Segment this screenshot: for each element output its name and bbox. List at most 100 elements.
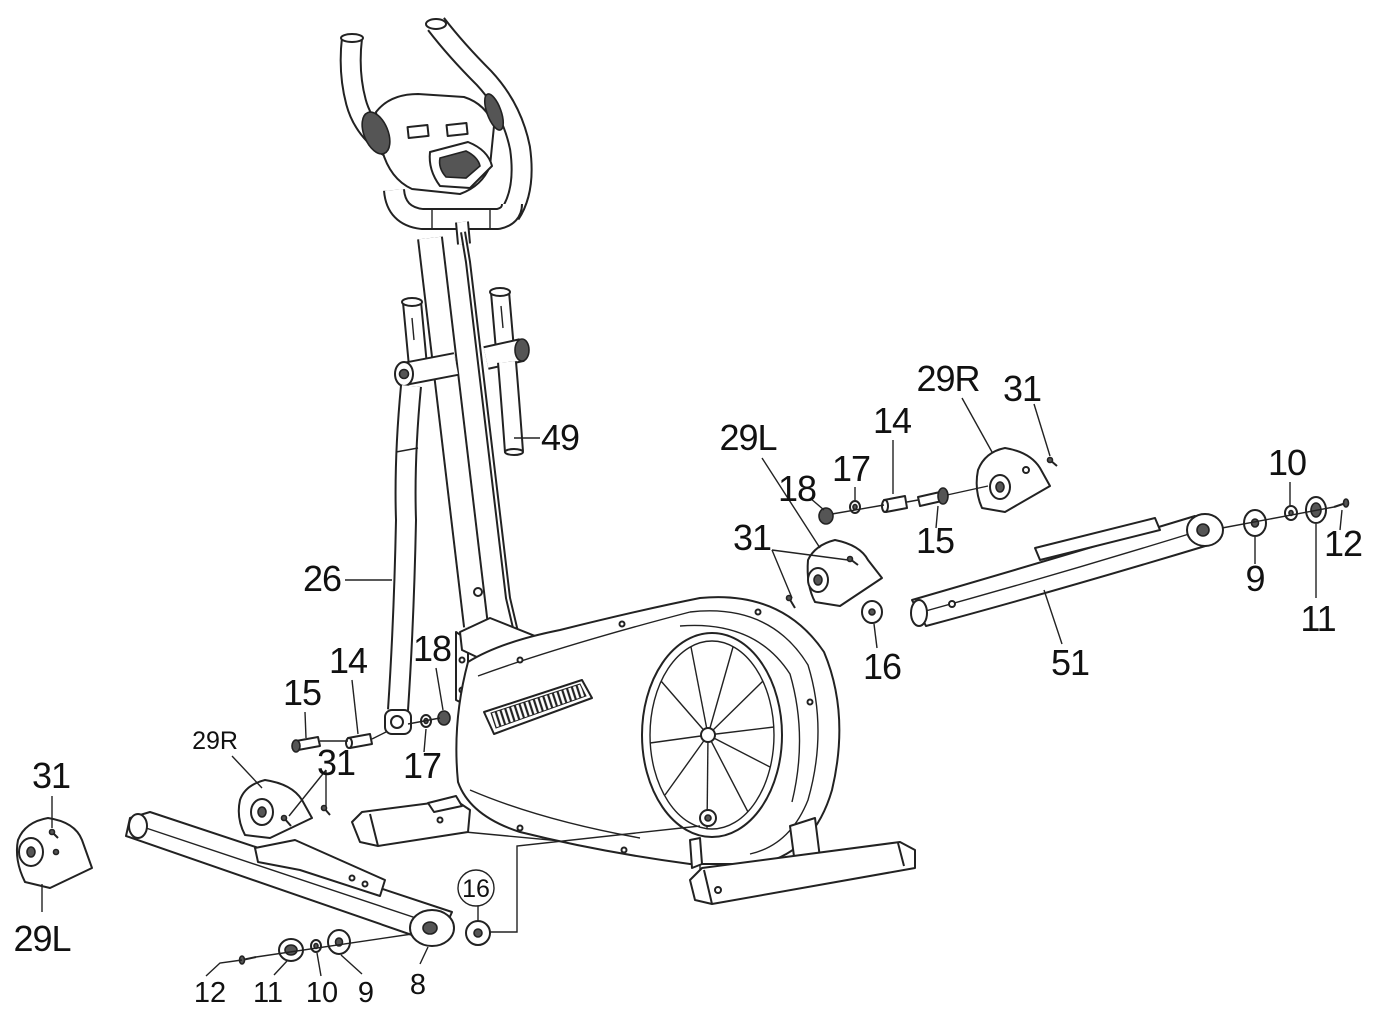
left-pivot-bolt [398,368,410,380]
foot-plate-hole [361,880,369,888]
left-lower-arm-tube-fill [389,385,420,711]
left-upper-arm-cap [401,297,423,307]
assembly-axis-lines [255,485,1335,958]
callout-17-lower: 17 [403,745,441,786]
console-display-screen [438,150,481,179]
right-handle-tube-fill [428,18,531,219]
washer-16-lower-hole [473,928,483,938]
handlebar-arms [384,287,530,735]
vent-grille-slots [490,683,587,729]
callout-31-lower-mid: 31 [317,742,355,783]
housing-lower-seam [469,789,641,839]
right-lower-arm-end [504,448,524,456]
right-handle-end-cap [425,18,447,30]
leader-line [273,960,288,976]
callout-29R-upper: 29R [916,358,979,399]
flywheel-spokes [649,646,775,830]
callout-11-bottom: 11 [253,977,283,1009]
left-pedal-rail-end-cap [128,813,148,839]
callout-9-bottom: 9 [358,977,374,1009]
callout-15-upper: 15 [916,520,954,561]
leader-line [1043,589,1063,645]
flywheel-spoke [707,734,749,813]
foot-plate-hole [348,874,356,882]
handlebar-assembly [339,17,533,245]
right-pedal-rail-end-cap [910,599,928,627]
housing-screw [516,656,524,664]
front-stabilizer-cap-edge [369,813,379,847]
washer-18-upper [818,507,834,525]
flywheel-spoke [707,680,764,736]
callout-31-far-left: 31 [32,755,70,796]
screw-head [280,814,288,822]
leader-line [316,952,322,977]
axis-line [906,499,919,503]
callout-18-upper: 18 [778,468,816,509]
axis-line [946,485,989,496]
callout-14-lower: 14 [329,640,367,681]
leader-line [231,755,263,789]
cover-29L-lower-hole-inner [26,846,36,858]
callout-18-lower: 18 [413,628,451,669]
main-mast [417,236,489,628]
screw-31 [48,828,59,839]
axis-line [407,717,441,725]
housing-screw [618,620,626,628]
housing-screw [754,608,762,616]
sensor-cable-fill [462,231,517,633]
flywheel-spoke [649,734,709,744]
callout-circle-16 [457,869,495,907]
front-stabilizer-bolt [436,816,444,824]
front-stabilizer-mount [427,795,463,813]
screw-31 [280,814,292,827]
screw-31 [1046,456,1058,467]
callout-8-bottom: 8 [410,969,426,1001]
callout-29L-upper: 29L [719,417,776,458]
callout-14-upper: 14 [873,400,911,441]
flywheel-hub [700,727,716,743]
left-upper-arm-stub-fill [404,301,426,367]
axis-line [1221,506,1335,529]
cover-29R-lower [237,779,313,839]
sensor-cable [460,231,519,633]
right-pedal-rail [911,515,1213,627]
bolt-15-upper-head [937,487,949,505]
screw-head [1046,456,1054,464]
pin-14-upper-end [881,499,889,513]
axis-line [831,504,885,515]
console-button [445,121,469,138]
callout-16-upper: 16 [863,646,901,687]
leader-line [761,457,821,549]
right-foot-plate [1034,517,1161,561]
right-pedal-rail-edge [921,529,1203,613]
leader-line [205,959,243,977]
right-upper-arm-cap [489,287,511,297]
axis-line [371,731,387,740]
screw-31 [846,555,859,566]
mast-bolt [473,587,483,597]
housing-screw [620,846,628,854]
right-upper-arm-hole [500,305,504,329]
leader-line [435,667,444,711]
roller-8-hub [422,921,438,935]
left-upper-arm-hole [411,317,415,341]
callout-51: 51 [1051,642,1089,683]
flywheel-spoke [707,646,734,736]
leader-lines [41,397,1343,977]
rear-upright-plate [689,837,703,869]
cover-29R-upper-screw-hole [1022,466,1030,474]
left-handle-end-cap [340,33,364,43]
callout-17-upper: 17 [832,448,870,489]
left-arm-sleeve-seam [395,447,419,453]
rear-stabilizer-bolt [714,886,722,894]
leader-line [304,711,307,739]
callout-16-lower-circled: 16 [462,875,490,903]
leader-line [873,623,878,649]
rear-stabilizer [689,817,916,905]
screw-head [320,804,328,812]
right-pulse-sensor [483,93,505,131]
leader-line [771,549,849,561]
cover-29L-upper-hole-inner [813,574,823,586]
bolt-15-lower-head [291,739,301,753]
